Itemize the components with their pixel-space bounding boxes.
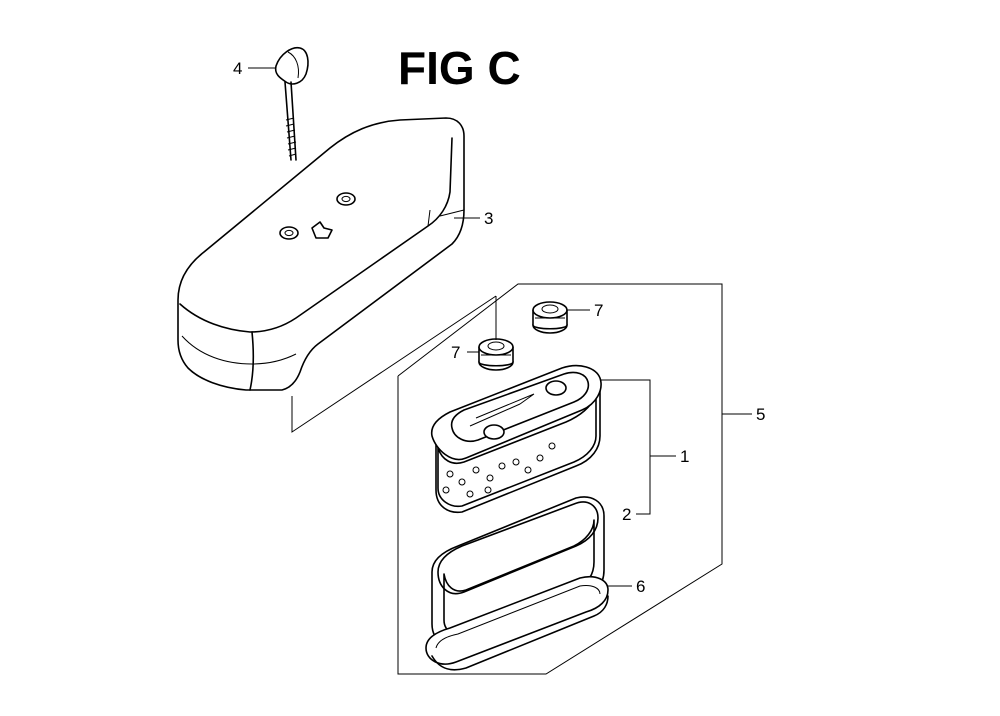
callout-2: 2 (622, 505, 631, 524)
callout-3: 3 (484, 209, 493, 228)
leader-lines (248, 67, 676, 587)
callout-6: 6 (636, 577, 645, 596)
callout-7-lower: 7 (451, 343, 460, 362)
figure-title: FIG C (398, 42, 521, 94)
callout-5: 5 (756, 405, 765, 424)
wing-bolt (274, 46, 309, 161)
grommet-upper (532, 301, 568, 334)
air-cleaner-cover (177, 117, 465, 391)
paper-filter-element (430, 364, 602, 514)
assembly-bracket (397, 283, 752, 675)
callout-1: 1 (680, 447, 689, 466)
callout-7-upper: 7 (594, 301, 603, 320)
grommet-lower (478, 338, 514, 371)
air-cleaner-case (425, 575, 609, 671)
callout-4: 4 (233, 59, 242, 78)
